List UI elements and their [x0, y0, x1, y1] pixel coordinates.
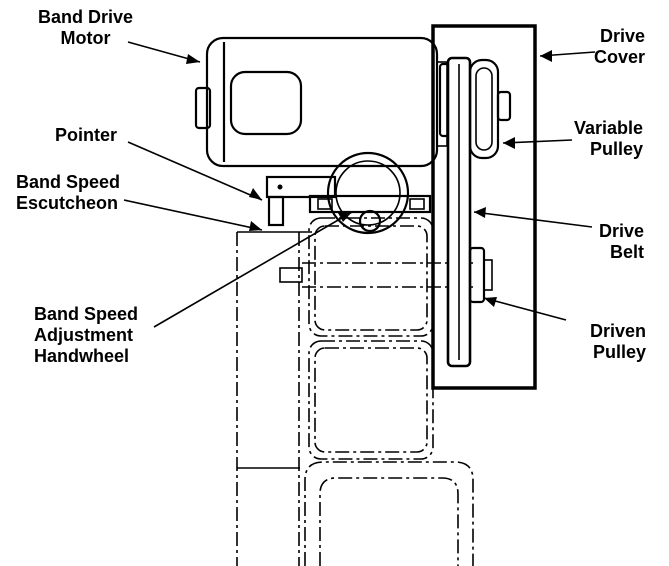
- pointer: [265, 175, 337, 227]
- machine-column: [236, 217, 474, 566]
- label-band-speed-adjustment-handwheel: Band Speed Adjustment Handwheel: [34, 304, 139, 366]
- label-driven-pulley: Driven Pulley: [590, 321, 647, 362]
- drive-belt: [446, 56, 472, 368]
- label-drive-belt: Drive Belt: [599, 221, 645, 262]
- driven-pulley: [468, 246, 493, 304]
- label-band-speed-escutcheon: Band Speed Escutcheon: [16, 172, 121, 213]
- label-band-drive-motor: Band Drive Motor: [38, 7, 134, 48]
- label-drive-cover: Drive Cover: [594, 26, 646, 67]
- drive-shaft: [279, 262, 475, 288]
- drive-cover: [431, 24, 537, 390]
- band-speed-handwheel: [326, 151, 410, 235]
- label-pointer: Pointer: [55, 125, 118, 145]
- leader-lines: [123, 41, 596, 328]
- band-drive-motor: [194, 36, 448, 168]
- label-variable-pulley: Variable Pulley: [574, 118, 644, 159]
